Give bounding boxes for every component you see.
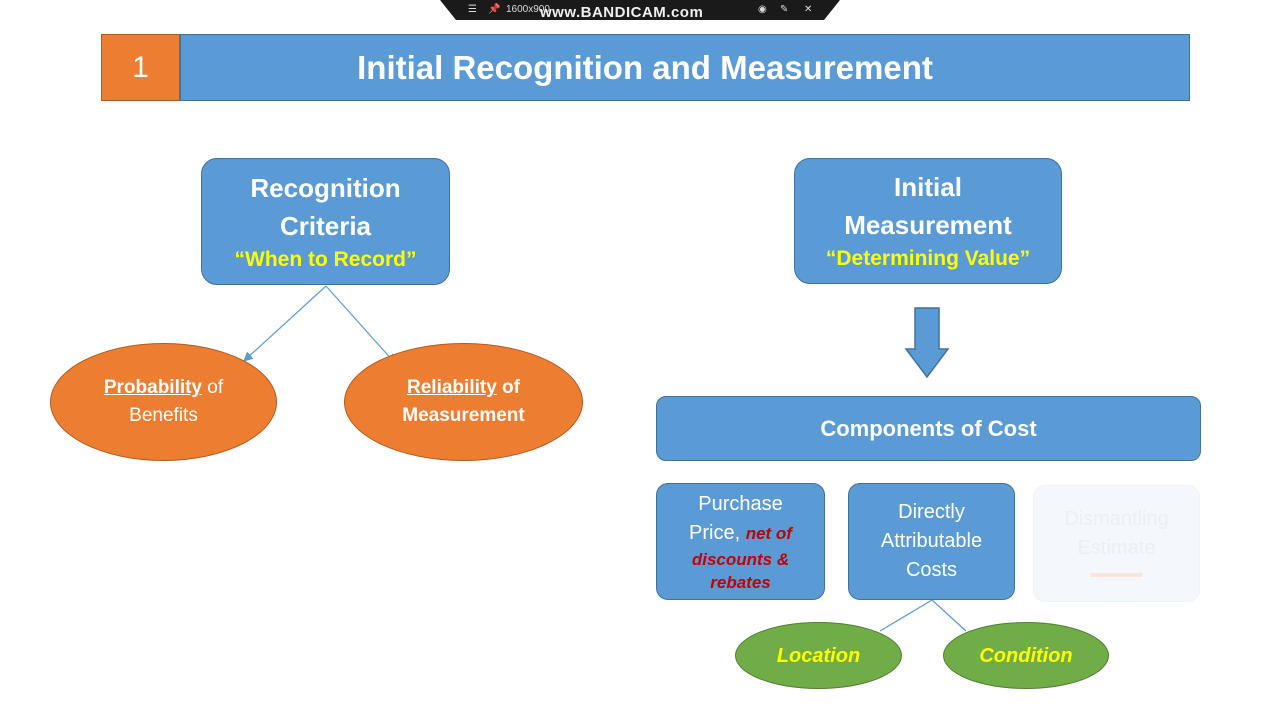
menu-icon[interactable]: ☰ [468,4,477,15]
pencil-icon[interactable]: ✎ [780,4,789,15]
dismantling-estimate-box: Dismantling Estimate ▬▬▬▬ [1033,485,1200,602]
down-arrow-icon [904,307,950,379]
reliability-rest: of [496,377,520,398]
initial-measurement-box: Initial Measurement “Determining Value” [794,158,1062,284]
connector-to-probability [243,285,327,362]
reliability-oval: Reliability of Measurement [344,343,583,461]
recognition-subtitle: “When to Record” [234,247,417,271]
condition-oval: Condition [943,622,1109,689]
directly-attributable-costs-box: Directly Attributable Costs [848,483,1015,600]
connector-to-condition [931,599,967,632]
reliability-line1: Reliability of [407,374,520,402]
direct-line3: Costs [905,559,958,581]
purchase-note2: discounts & [691,549,790,569]
reliability-line2: Measurement [402,405,525,426]
measurement-title-line2: Measurement [844,210,1012,240]
measurement-subtitle: “Determining Value” [825,247,1031,270]
dismantling-line1: Dismantling [1064,507,1169,530]
dismantling-line2: Estimate [1077,536,1156,559]
connector-to-reliability [325,285,396,364]
probability-line2: Benefits [129,405,198,426]
camera-icon[interactable]: ◉ [758,4,767,15]
connector-to-location [879,599,933,632]
slide-number: 1 [101,34,180,101]
purchase-note3: rebates [710,572,771,592]
recognition-title-line1: Recognition [250,172,401,203]
purchase-price-box: Purchase Price, net of discounts & rebat… [656,483,825,600]
measurement-title-line1: Initial [894,172,962,202]
slide-title: Initial Recognition and Measurement [180,34,1190,101]
direct-line1: Directly [898,501,965,523]
purchase-line2-row: Price, net of [689,519,792,548]
components-of-cost-box: Components of Cost [656,396,1201,461]
pin-icon[interactable]: 📌 [488,4,501,15]
probability-oval: Probability of Benefits [50,343,277,461]
reliability-keyword: Reliability [407,377,497,398]
recorder-resolution: 1600x900 [506,4,550,15]
dismantling-faint-note: ▬▬▬▬ [1090,564,1143,580]
recognition-criteria-box: Recognition Criteria “When to Record” [201,158,450,285]
location-oval: Location [735,622,902,689]
probability-line1: Probability of [104,374,223,402]
purchase-note1: net of [745,523,792,543]
probability-keyword: Probability [103,377,203,398]
probability-rest: of [202,377,224,398]
recorder-toolbar: ☰ 📌 1600x900 ◉ ✎ ✕ [440,0,840,20]
purchase-line1: Purchase [698,492,783,515]
recognition-title-line2: Criteria [279,210,372,241]
direct-line2: Attributable [880,530,983,552]
recorder-watermark: www.BANDICAM.com [540,4,704,21]
close-icon[interactable]: ✕ [804,4,813,15]
purchase-line2: Price, [689,521,741,544]
